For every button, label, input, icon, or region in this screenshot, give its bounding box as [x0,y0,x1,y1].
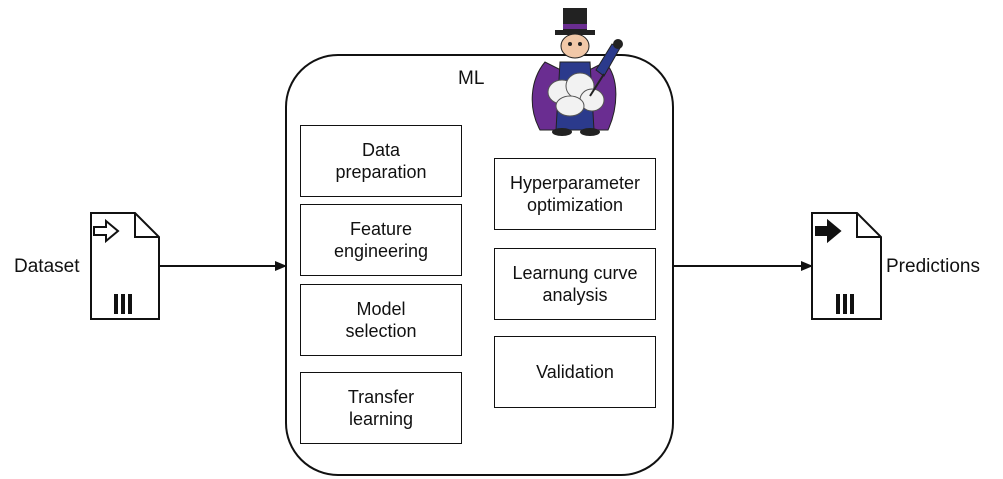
predictions-label: Predictions [886,256,980,277]
hyperparameter-optimization-step: Hyperparameter optimization [494,158,656,230]
file-export-icon [811,212,882,320]
wizard-mascot-icon [531,8,623,136]
ml-container-title: ML [458,68,485,89]
validation-step: Validation [494,336,656,408]
file-import-icon [90,212,160,320]
dataset-label: Dataset [14,256,80,277]
feature-engineering-step: Feature engineering [300,204,462,276]
learning-curve-analysis-step: Learnung curve analysis [494,248,656,320]
transfer-learning-step: Transfer learning [300,372,462,444]
model-selection-step: Model selection [300,284,462,356]
data-preparation-step: Data preparation [300,125,462,197]
